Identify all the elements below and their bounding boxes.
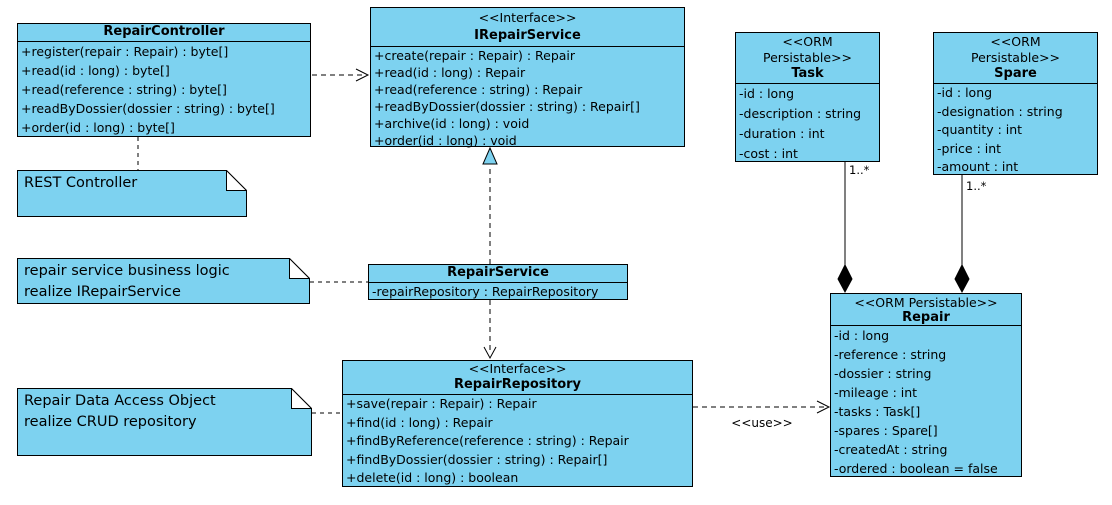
member-list: +save(repair : Repair) : Repair +find(id… [343, 395, 692, 488]
composition-repair-task[interactable] [837, 162, 853, 294]
class-task[interactable]: <<ORM Persistable>> Task -id : long -des… [735, 32, 880, 162]
note-text: Repair Data Access Object realize CRUD r… [24, 391, 216, 433]
attribute-row: -price : int [937, 140, 1002, 156]
note-text: repair service business logic realize IR… [24, 261, 230, 303]
stereotype-label: <<Interface>> [468, 361, 567, 376]
stereotype-label: Persistable>> [970, 50, 1061, 65]
dependency-service-to-repository[interactable] [483, 300, 497, 360]
note-fold-icon [289, 258, 310, 279]
attribute-row: -description : string [739, 106, 862, 121]
note-business-logic[interactable]: repair service business logic realize IR… [17, 258, 310, 304]
open-arrowhead-icon [483, 346, 497, 360]
attribute-row: -repairRepository : RepairRepository [372, 284, 599, 299]
note-fold-icon [291, 388, 312, 409]
method-row: +register(repair : Repair) : byte[] [21, 44, 229, 59]
note-line: repair service business logic [24, 263, 230, 279]
class-header: <<ORM Persistable>> Task [736, 33, 879, 84]
use-dependency-repository-to-repair[interactable] [693, 400, 831, 414]
note-shape [17, 170, 247, 217]
attribute-row: -mileage : int [834, 385, 918, 400]
member-list: +register(repair : Repair) : byte[] +rea… [18, 42, 310, 137]
class-name: RepairRepository [453, 377, 582, 392]
class-repair[interactable]: <<ORM Persistable>> Repair -id : long -r… [830, 293, 1022, 477]
stereotype-label: <<ORM [782, 34, 833, 49]
attribute-row: -id : long [937, 85, 993, 100]
note-shape [17, 258, 310, 304]
class-repair-repository[interactable]: <<Interface>> RepairRepository +save(rep… [342, 360, 693, 487]
class-irepair-service[interactable]: <<Interface>> IRepairService +create(rep… [370, 7, 685, 149]
stereotype-label: <<ORM Persistable>> [854, 295, 998, 310]
method-row: +read(id : long) : Repair [374, 65, 526, 80]
member-list: -id : long -description : string -durati… [736, 84, 879, 164]
note-rest-controller[interactable]: REST Controller [17, 170, 247, 217]
note-line: realize IRepairService [24, 284, 181, 300]
attribute-row: -reference : string [834, 347, 947, 362]
stereotype-label: <<Interface>> [478, 10, 577, 25]
member-list: -id : long -reference : string -dossier … [831, 326, 1021, 478]
attribute-row: -id : long [739, 86, 795, 101]
attribute-row: -spares : Spare[] [834, 423, 938, 438]
hollow-triangle-icon [482, 146, 498, 165]
stereotype-label: <<ORM [990, 34, 1041, 49]
composition-diamond-icon [837, 263, 853, 294]
attribute-row: -tasks : Task[] [834, 404, 921, 419]
dependency-controller-to-iservice[interactable] [312, 68, 370, 82]
method-row: +find(id : long) : Repair [346, 414, 493, 430]
method-row: +save(repair : Repair) : Repair [346, 396, 537, 411]
attribute-row: -quantity : int [937, 122, 1023, 137]
class-header: <<ORM Persistable>> Spare [934, 33, 1097, 84]
use-stereotype-label: <<use>> [731, 416, 793, 430]
spare-multiplicity-label: 1..* [966, 179, 987, 193]
class-header: <<Interface>> RepairRepository [343, 361, 692, 395]
class-repair-service[interactable]: RepairService -repairRepository : Repair… [368, 264, 628, 300]
class-name: Task [791, 66, 824, 81]
method-row: +order(id : long) : byte[] [21, 120, 175, 135]
method-row: +order(id : long) : void [374, 133, 517, 148]
class-header: <<ORM Persistable>> Repair [831, 294, 1021, 326]
attribute-row: -ordered : boolean = false [834, 461, 998, 476]
realization-service-to-iservice[interactable] [482, 146, 498, 264]
composition-diamond-icon [954, 263, 970, 294]
method-row: +archive(id : long) : void [374, 116, 530, 131]
method-row: +read(id : long) : byte[] [21, 63, 170, 78]
attribute-row: -createdAt : string [834, 442, 948, 457]
method-row: +findByDossier(dossier : string) : Repai… [346, 451, 608, 467]
note-line: realize CRUD repository [24, 414, 197, 430]
class-header: RepairService [369, 265, 627, 283]
member-list: +create(repair : Repair) : Repair +read(… [371, 47, 684, 149]
note-line: Repair Data Access Object [24, 393, 216, 409]
note-fold-icon [226, 170, 247, 191]
class-name: RepairService [447, 265, 549, 280]
method-row: +delete(id : long) : boolean [346, 470, 519, 485]
attribute-row: -duration : int [739, 126, 825, 141]
method-row: +findByReference(reference : string) : R… [346, 433, 629, 448]
class-name: Spare [994, 66, 1037, 81]
open-arrowhead-icon [355, 68, 370, 82]
method-row: +readByDossier(dossier : string) : byte[… [21, 101, 275, 116]
method-row: +read(reference : string) : Repair [374, 82, 583, 97]
class-header: RepairController [18, 24, 310, 42]
attribute-row: -dossier : string [834, 366, 932, 381]
note-dao[interactable]: Repair Data Access Object realize CRUD r… [17, 388, 312, 456]
class-name: RepairController [103, 24, 225, 39]
class-spare[interactable]: <<ORM Persistable>> Spare -id : long -de… [933, 32, 1098, 175]
attribute-row: -amount : int [937, 159, 1019, 174]
member-list: -id : long -designation : string -quanti… [934, 84, 1097, 177]
attribute-row: -cost : int [739, 146, 798, 161]
method-row: +read(reference : string) : byte[] [21, 82, 227, 97]
note-text: REST Controller [24, 175, 138, 191]
attribute-row: -designation : string [937, 103, 1063, 119]
attribute-row: -id : long [834, 328, 890, 343]
class-name: Repair [902, 310, 950, 325]
class-repair-controller[interactable]: RepairController +register(repair : Repa… [17, 23, 311, 137]
class-name: IRepairService [474, 28, 581, 43]
member-list: -repairRepository : RepairRepository [369, 283, 627, 300]
class-header: <<Interface>> IRepairService [371, 8, 684, 47]
method-row: +create(repair : Repair) : Repair [374, 48, 576, 63]
task-multiplicity-label: 1..* [849, 163, 870, 177]
method-row: +readByDossier(dossier : string) : Repai… [374, 99, 640, 114]
stereotype-label: Persistable>> [762, 50, 853, 65]
open-arrowhead-icon [816, 400, 831, 414]
note-shape [17, 388, 312, 456]
